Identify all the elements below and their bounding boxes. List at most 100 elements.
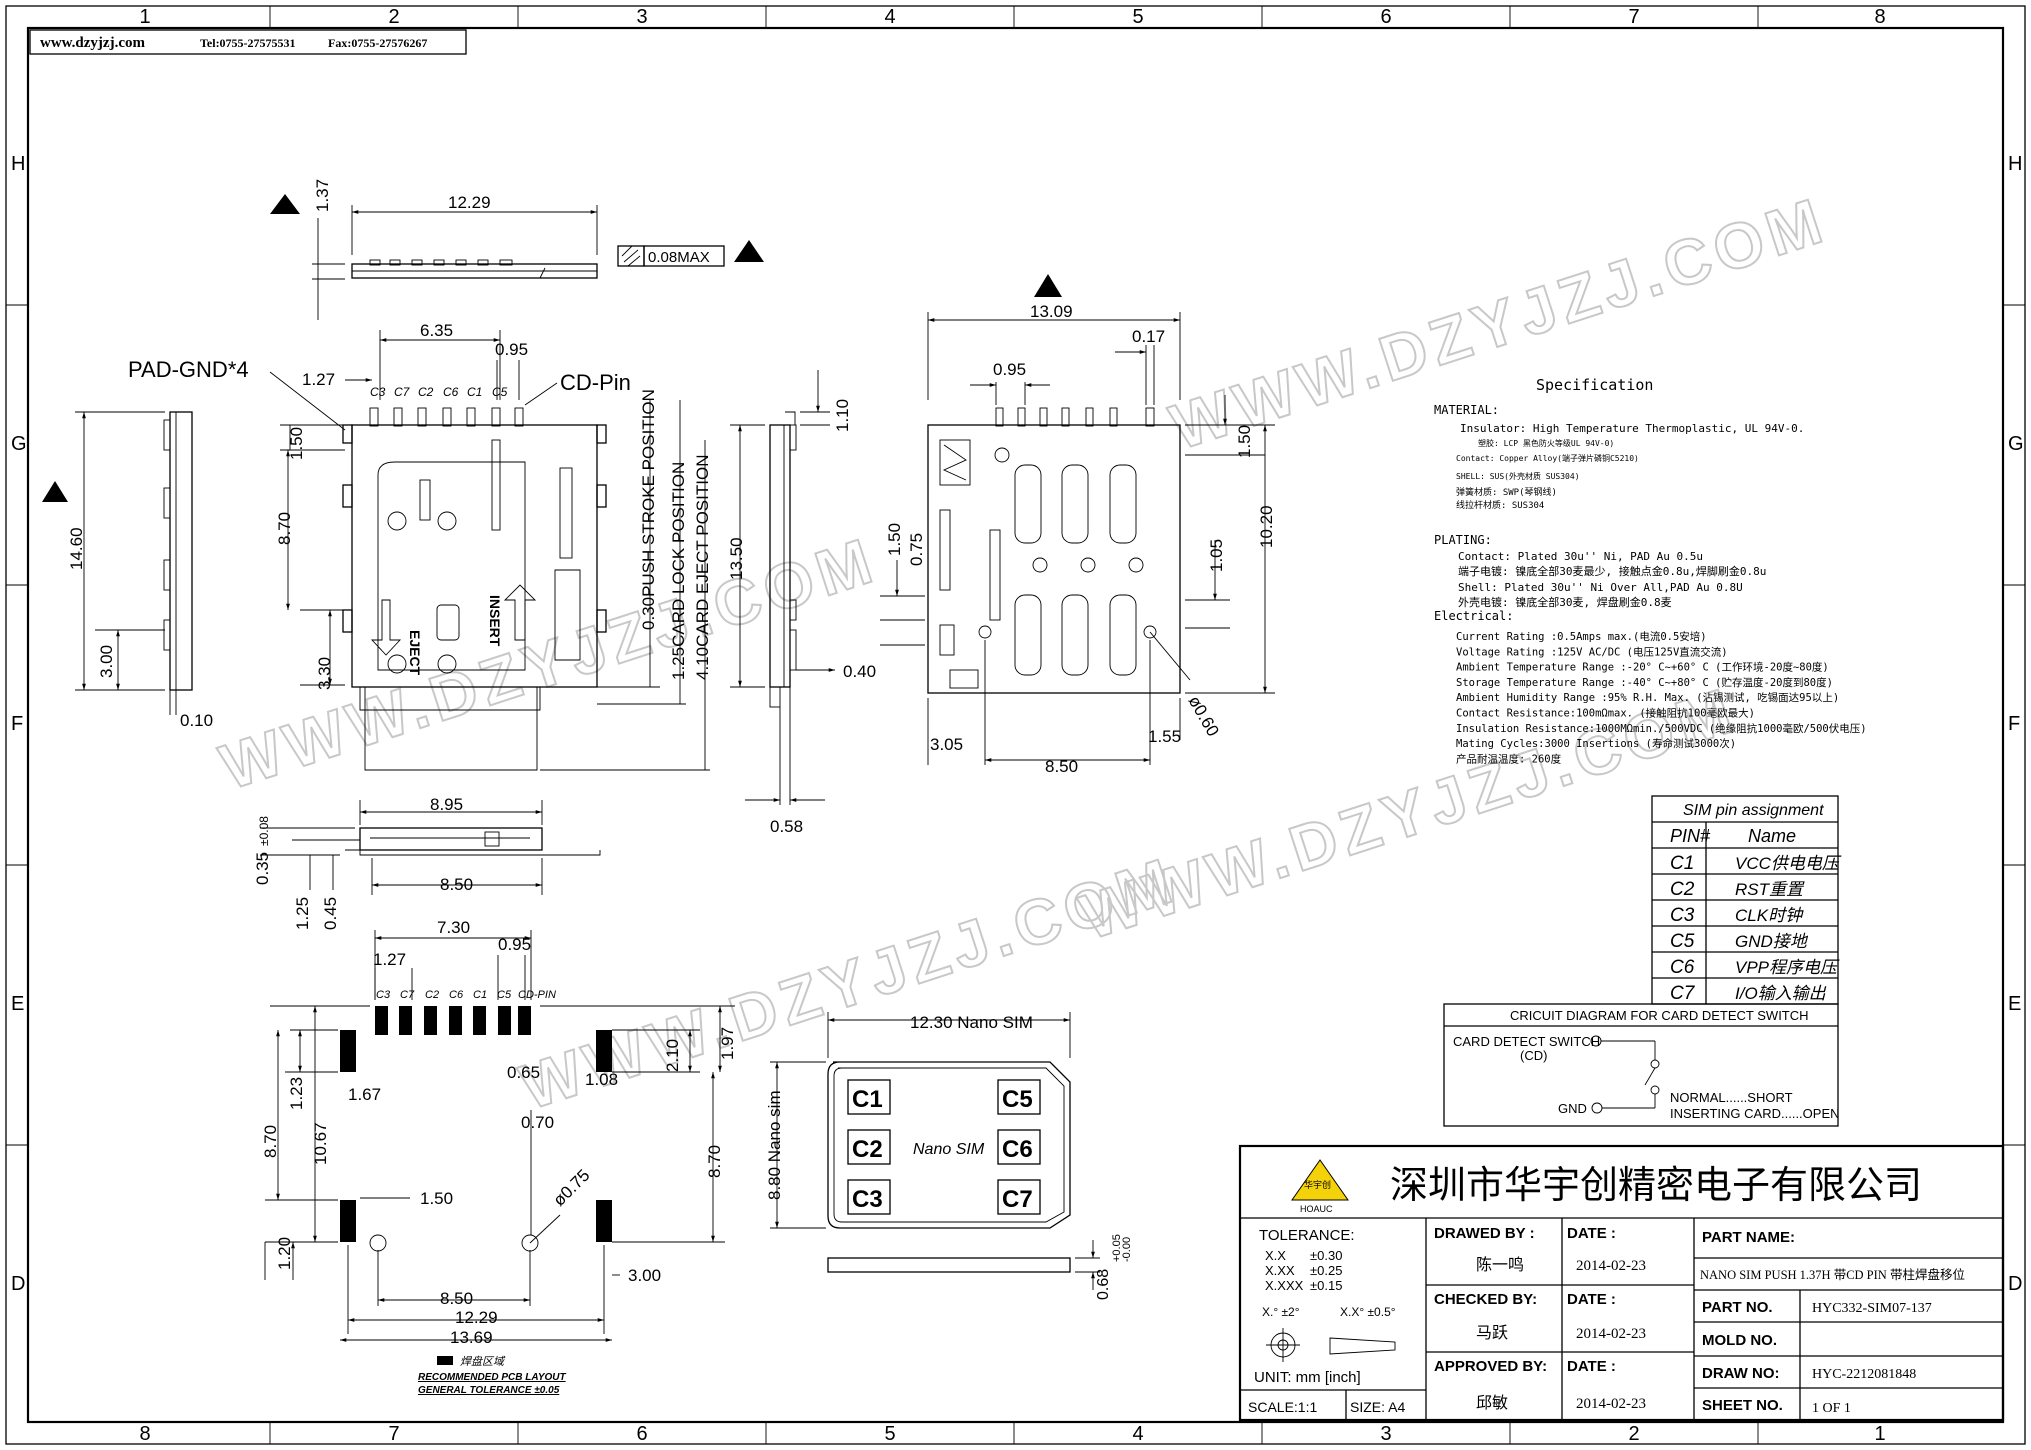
scale-label: SCALE:1:1 (1248, 1399, 1317, 1415)
sim-contact-label-c2: C2 (852, 1136, 883, 1163)
outer-border (5, 5, 2026, 1445)
pin-table-header-name: Name (1748, 826, 1796, 846)
spec-plating-1: 端子电镀: 镍底全部30麦最少, 接触点金0.8u,焊脚刷金0.8u (1458, 564, 1766, 578)
sim-contact-pad-c5 (997, 1079, 1041, 1115)
rear-view: 13.09 0.17 0.95 1.50 10.20 1.05 1.50 0.7… (880, 274, 1276, 776)
pcb-pin-label-cd-pin: CD-PIN (518, 989, 556, 1001)
zone-row-left-E: E (11, 993, 24, 1015)
spec-plating-heading: PLATING: (1434, 533, 1492, 547)
zone-col-bottom-8: 8 (139, 1423, 150, 1445)
specification-block: Specification MATERIAL: Insulator: High … (1434, 376, 1867, 765)
header-box (29, 29, 467, 55)
draw-no-label: DRAW NO: (1702, 1365, 1780, 1382)
left-dim-300: 3.00 (97, 645, 116, 678)
pcb-dim-108: 1.08 (585, 1070, 618, 1089)
pcb-dim-870-r: 8.70 (705, 1145, 724, 1178)
pos-card-eject: 4.10CARD EJECT POSITION (693, 455, 712, 680)
spec-electrical-3: Storage Temperature Range :-40° C~+80° C… (1456, 676, 1833, 689)
company-name: 深圳市华宇创精密电子有限公司 (1390, 1165, 1922, 1207)
bottom-dim-125: 1.25 (293, 897, 312, 930)
zone-row-right-G: G (2008, 433, 2024, 455)
zone-col-top-2: 2 (388, 6, 399, 28)
revision-triangle (270, 194, 300, 214)
header-tel: Tel:0755-27575531 (200, 36, 296, 50)
pcb-pin-label-c7: C7 (400, 989, 415, 1001)
drawn-by-label: DRAWED BY : (1434, 1225, 1535, 1242)
right-dim-110: 1.10 (833, 399, 852, 432)
spec-plating-3: 外壳电镀: 镍底全部30麦, 焊盘刷金0.8麦 (1458, 595, 1672, 609)
rear-dim-105: 1.05 (1207, 539, 1226, 572)
pin-table-pin-c5: C5 (1670, 931, 1695, 952)
sim-contact-pad-c1 (847, 1079, 891, 1115)
zone-col-top-8: 8 (1874, 6, 1885, 28)
pcb-legend-2: GENERAL TOLERANCE ±0.05 (418, 1385, 560, 1396)
spec-material-2: Contact: Copper Alloy(端子弹片磷铜C5210) (1456, 453, 1639, 463)
date-label-1: DATE : (1567, 1225, 1616, 1242)
pcb-pin-label-c6: C6 (449, 989, 464, 1001)
spec-material-1: 塑胶: LCP 黑色防火等级UL 94V-0) (1478, 438, 1614, 448)
pin-table-name-c3: CLK时钟 (1735, 906, 1804, 925)
nano-tol-up: +0.05 (1111, 1234, 1123, 1262)
spec-electrical-6: Insulation Resistance:1000MΩmin./500VDC … (1456, 722, 1867, 735)
front-dim-635: 6.35 (420, 321, 453, 340)
tol-xxx-val: ±0.15 (1310, 1278, 1342, 1293)
zone-dividers (6, 6, 2025, 1444)
date-checked: 2014-02-23 (1576, 1326, 1646, 1342)
front-dim-095: 0.95 (495, 340, 528, 359)
right-dim-058: 0.58 (770, 817, 803, 836)
sim-contact-pad-c7 (997, 1179, 1041, 1215)
part-name: NANO SIM PUSH 1.37H 带CD PIN 带柱焊盘移位 (1700, 1267, 1965, 1282)
label-cd-pin: CD-Pin (560, 370, 631, 395)
front-dim-150: 1.50 (287, 427, 306, 460)
nano-sim-label: Nano SIM (913, 1141, 985, 1158)
logo-text: HOAUC (1300, 1204, 1333, 1214)
date-drawn: 2014-02-23 (1576, 1258, 1646, 1274)
sim-contact-label-c6: C6 (1002, 1136, 1033, 1163)
pos-push-stroke: 0.30PUSH STROKE POSITION (639, 389, 658, 630)
bottom-view: 8.95 0.35 ±0.08 8.50 1.25 0.45 (253, 795, 601, 930)
pin-table-name-c7: I/O输入输出 (1735, 984, 1827, 1003)
front-dim-870: 8.70 (275, 512, 294, 545)
date-label-2: DATE : (1567, 1291, 1616, 1308)
sim-contact-pad-c2 (847, 1129, 891, 1165)
nano-tol-down: -0.00 (1121, 1237, 1133, 1262)
left-dim-010: 0.10 (180, 711, 213, 730)
pin-table-title: SIM pin assignment (1683, 802, 1824, 819)
draw-no: HYC-2212081848 (1812, 1367, 1916, 1382)
pcb-dim-730: 7.30 (437, 918, 470, 937)
pcb-dim-1229: 12.29 (455, 1308, 498, 1327)
pcb-dim-070: 0.70 (521, 1113, 554, 1132)
date-approved: 2014-02-23 (1576, 1396, 1646, 1412)
zone-col-top-1: 1 (139, 6, 150, 28)
pin-table-pin-c6: C6 (1670, 957, 1695, 978)
top-dim-width: 12.29 (448, 193, 491, 212)
unit-label: UNIT: mm [inch] (1254, 1369, 1361, 1386)
part-no-label: PART NO. (1702, 1299, 1773, 1316)
zone-col-bottom-3: 3 (1380, 1423, 1391, 1445)
front-pin-label-c7: C7 (394, 385, 411, 399)
spec-electrical-1: Voltage Rating :125V AC/DC (电压125V直流交流) (1456, 645, 1728, 658)
circuit-diagram: CRICUIT DIAGRAM FOR CARD DETECT SWITCH C… (1443, 1003, 1840, 1127)
spec-electrical-2: Ambient Temperature Range :-20° C~+60° C… (1456, 661, 1829, 674)
header-website: www.dzyjzj.com (40, 35, 145, 51)
mold-no-label: MOLD NO. (1702, 1332, 1777, 1349)
pcb-dim-167: 1.67 (348, 1085, 381, 1104)
zone-row-right-E: E (2008, 993, 2021, 1015)
spec-electrical-4: Ambient Humidity Range :95% R.H. Max. (沾… (1456, 691, 1839, 704)
spec-material-3: SHELL: SUS(外壳材质 SUS304) (1456, 471, 1580, 481)
sim-contact-pad-c3 (847, 1179, 891, 1215)
spec-electrical-8: 产品耐温温度: 260度 (1456, 752, 1562, 765)
bottom-dim-895: 8.95 (430, 795, 463, 814)
bottom-dim-035: 0.35 (253, 852, 272, 885)
checked-by-label: CHECKED BY: (1434, 1291, 1537, 1308)
rear-dim-150-l: 1.50 (885, 523, 904, 556)
tol-xxx: X.XXX (1265, 1278, 1304, 1293)
zone-col-bottom-4: 4 (1132, 1423, 1143, 1445)
sheet-no-label: SHEET NO. (1702, 1397, 1783, 1414)
drawn-by: 陈一鸣 (1476, 1256, 1524, 1274)
zone-col-top-3: 3 (636, 6, 647, 28)
circuit-gnd: GND (1558, 1101, 1587, 1116)
spec-material-heading: MATERIAL: (1434, 403, 1499, 417)
